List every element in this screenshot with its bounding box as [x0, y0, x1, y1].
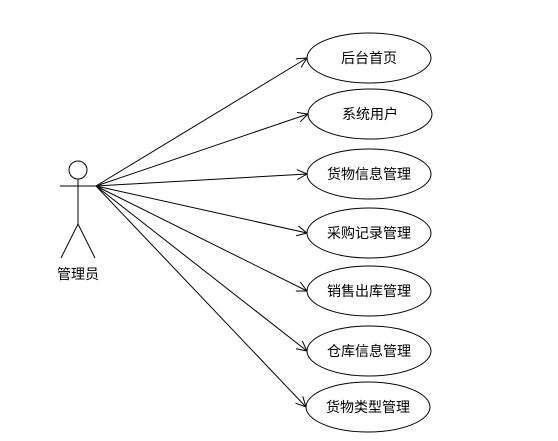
use-case-ellipse	[305, 381, 431, 433]
use-case-label: 系统用户	[342, 106, 398, 123]
actor-head	[68, 160, 88, 180]
use-case-ellipse	[306, 265, 432, 317]
association-uc-goods-info	[95, 173, 308, 187]
actor-right-leg	[77, 223, 96, 259]
actor-left-leg	[60, 223, 79, 259]
use-case-ellipse	[306, 32, 432, 84]
use-case-label: 后台首页	[341, 51, 397, 67]
associations	[95, 57, 310, 408]
use-case-uc-warehouse-info: 仓库信息管理	[306, 325, 432, 377]
actor-label: 管理员	[57, 267, 99, 283]
use-case-ellipse	[307, 88, 433, 140]
association-uc-system-users	[95, 113, 309, 187]
use-case-ellipse	[306, 207, 432, 259]
use-case-uc-sales-outbound: 销售出库管理	[306, 265, 432, 317]
association-uc-warehouse-info	[95, 185, 308, 352]
association-uc-sales-outbound	[95, 185, 308, 292]
use-case-label: 采购记录管理	[327, 226, 411, 242]
use-case-label: 仓库信息管理	[327, 343, 411, 360]
use-case-uc-system-users: 系统用户	[307, 88, 433, 140]
actor: 管理员	[57, 160, 99, 283]
association-uc-goods-types	[95, 185, 307, 408]
association-uc-purchase-records	[95, 185, 308, 234]
use-case-ellipse	[306, 325, 432, 377]
use-case-uc-backend-home: 后台首页	[306, 32, 432, 84]
use-case-ellipse	[306, 148, 432, 200]
use-case-label: 销售出库管理	[327, 284, 411, 300]
use-case-label: 货物信息管理	[327, 166, 411, 183]
use-case-label: 货物类型管理	[326, 399, 410, 416]
use-case-uc-goods-types: 货物类型管理	[305, 381, 431, 433]
association-uc-backend-home	[95, 57, 308, 187]
use-case-uc-goods-info: 货物信息管理	[306, 148, 432, 200]
use-case-uc-purchase-records: 采购记录管理	[306, 207, 432, 259]
